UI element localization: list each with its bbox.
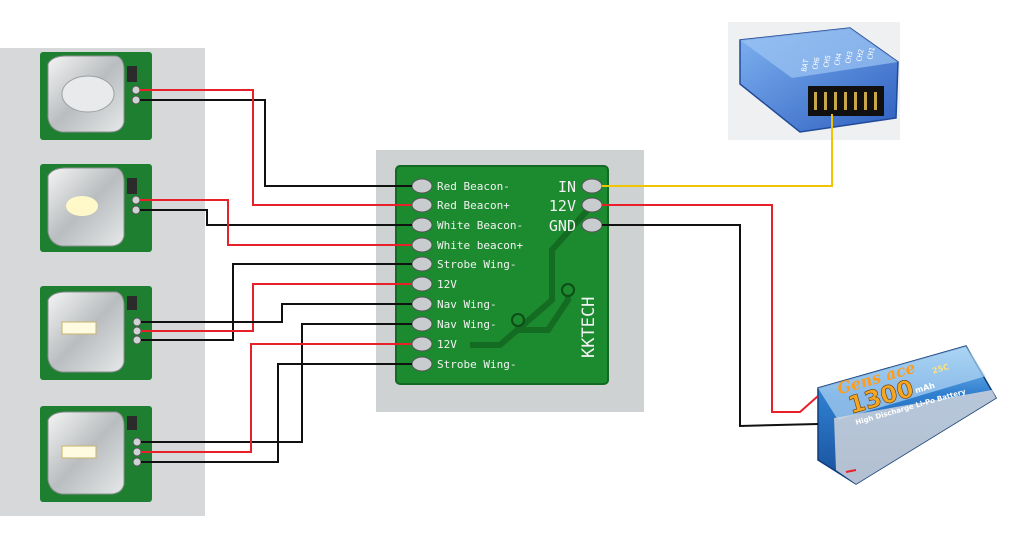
wire-nav-strobe bbox=[141, 363, 412, 463]
led-module-white-beacon bbox=[40, 164, 152, 252]
pad-label-12v-1: 12V bbox=[437, 278, 457, 291]
pad-label-12v-power: 12V bbox=[549, 197, 576, 215]
pad-label-nav-wing-2: Nav Wing- bbox=[437, 318, 497, 331]
wire-red-beacon-neg bbox=[140, 99, 412, 187]
led-module-strobe-wing bbox=[40, 286, 152, 380]
receiver-channel-labels: CH1 CH2 CH3 CH4 CH5 CH6 BAT bbox=[800, 46, 876, 72]
wire-white-beacon-neg bbox=[140, 209, 412, 226]
wire-nav-wing bbox=[141, 323, 412, 443]
pad-label-12v-2: 12V bbox=[437, 338, 457, 351]
pad-label-red-beacon-pos: Red Beacon+ bbox=[437, 199, 510, 212]
wire-nav-12v bbox=[141, 343, 412, 453]
pad-label-strobe-wing-1: Strobe Wing- bbox=[437, 258, 516, 271]
wire-receiver-signal bbox=[602, 114, 833, 187]
pad-label-strobe-wing-2: Strobe Wing- bbox=[437, 358, 516, 371]
pad-label-gnd: GND bbox=[549, 217, 576, 235]
pad-label-red-beacon-neg: Red Beacon- bbox=[437, 180, 510, 193]
pad-label-white-beacon-neg: White Beacon- bbox=[437, 219, 523, 232]
wire-white-beacon-pos bbox=[140, 199, 412, 246]
channel-label-ch2: CH2 bbox=[855, 48, 865, 62]
receiver: CH1 CH2 CH3 CH4 CH5 CH6 BAT bbox=[739, 27, 899, 133]
right-pads bbox=[581, 178, 603, 233]
led-module-nav-wing bbox=[40, 406, 152, 502]
wire-battery-balance bbox=[845, 469, 857, 473]
channel-label-bat: BAT bbox=[800, 58, 811, 73]
wire-strobe-12v bbox=[141, 283, 412, 332]
pad-label-in: IN bbox=[558, 178, 576, 196]
left-pads bbox=[411, 178, 433, 372]
channel-label-ch5: CH5 bbox=[822, 54, 832, 68]
wire-strobe-wing-neg bbox=[141, 263, 412, 341]
channel-label-ch3: CH3 bbox=[844, 50, 854, 64]
wire-strobe-nav bbox=[141, 303, 412, 323]
pcb-board: Red Beacon- Red Beacon+ White Beacon- Wh… bbox=[395, 165, 609, 385]
wires bbox=[140, 89, 857, 473]
wire-battery-gnd bbox=[602, 224, 819, 428]
channel-label-ch6: CH6 bbox=[811, 56, 821, 70]
pad-label-nav-wing-1: Nav Wing- bbox=[437, 298, 497, 311]
pad-label-white-beacon-pos: White beacon+ bbox=[437, 239, 523, 252]
board-brand: KKTECH bbox=[579, 297, 599, 358]
channel-label-ch4: CH4 bbox=[833, 52, 843, 66]
channel-label-ch1: CH1 bbox=[866, 46, 876, 60]
wire-red-beacon-pos bbox=[140, 89, 412, 206]
wire-battery-12v bbox=[602, 204, 819, 413]
lipo-battery: Gens ace 1300 mAh 25C High Discharge Li-… bbox=[817, 345, 998, 485]
led-module-red-beacon bbox=[40, 52, 152, 140]
